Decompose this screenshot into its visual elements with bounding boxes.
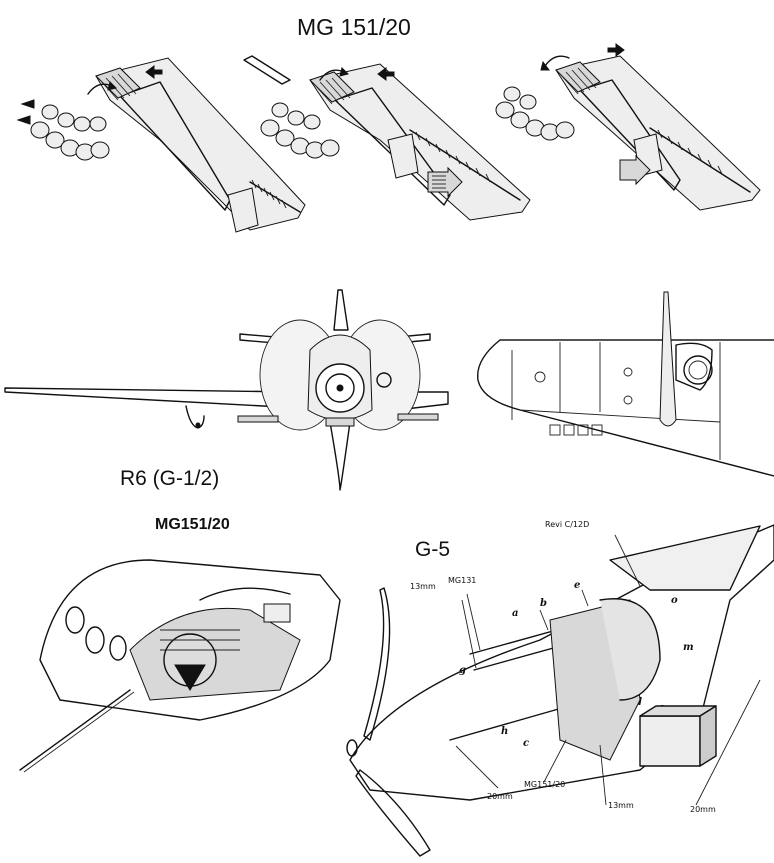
mm13-top-label: 13mm [410,582,436,591]
mm20-left-label: 20mm [487,792,513,801]
mm13-bottom-label: 13mm [608,801,634,810]
revi-label: Revi C/12D [545,520,590,529]
diagram-title: MG 151/20 [297,14,411,40]
mg131-label: MG131 [448,576,477,585]
mg151-left-label: MG151/20 [155,516,230,533]
callout-h: h [501,726,509,737]
wing-gondola-detail [476,291,774,477]
callout-b: b [540,598,547,609]
feed-mechanism-2 [243,55,531,221]
callout-m: m [683,642,694,653]
callout-a: a [512,608,519,619]
mg151-bottom-label: MG151/20 [524,780,566,789]
g5-label: G-5 [415,538,451,561]
mm20-right-label: 20mm [690,805,716,814]
callout-e: e [574,580,581,591]
feed-mechanism-3 [495,43,761,211]
gondola-cutaway [19,559,341,773]
feed-mechanism-1 [16,57,306,233]
callout-o: o [671,595,678,606]
aircraft-front-view [4,289,449,491]
r6-label: R6 (G-1/2) [120,467,220,490]
g5-nose-cutaway [346,524,774,857]
callout-c: c [523,738,530,749]
